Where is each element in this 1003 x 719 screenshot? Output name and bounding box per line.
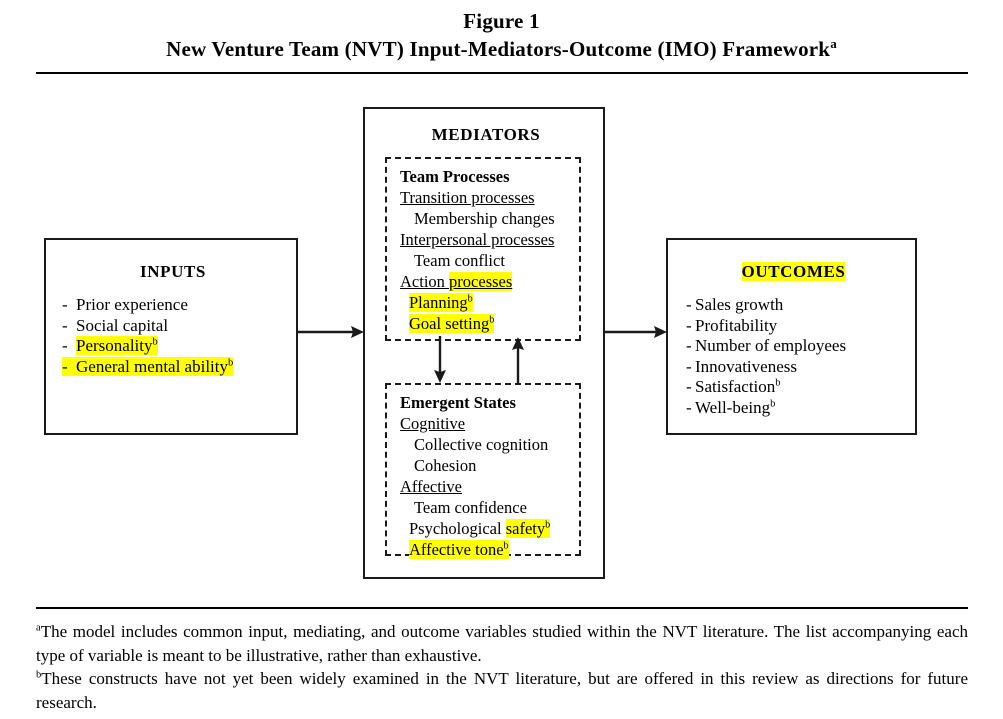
bullet-dash: - (686, 397, 692, 417)
row-highlight: Goal settingb (409, 314, 495, 333)
row-highlight: Affective toneb (409, 540, 509, 559)
team-processes-title: Team Processes (400, 167, 510, 186)
footnotes: aThe model includes common input, mediat… (36, 620, 968, 714)
list-item: Affective toneb (397, 539, 550, 560)
list-item: Team confidence (414, 498, 527, 517)
category-label: Cognitive (400, 414, 466, 433)
footnote-marker: b (152, 336, 158, 348)
footnote: bThese constructs have not yet been wide… (36, 669, 968, 712)
list-item: -Profitability (686, 315, 778, 335)
row-highlight: processes (449, 272, 513, 291)
list-item: -Personalityb (62, 336, 233, 357)
bullet-dash: - (686, 315, 692, 335)
list-item: -Well-beingb (686, 397, 776, 417)
inputs-heading: INPUTS (140, 262, 206, 281)
footnote-marker: b (467, 293, 473, 305)
inputs-list: -Prior experience-Social capital-Persona… (62, 295, 234, 378)
bullet-dash: - (62, 295, 68, 314)
bullet-dash: - (686, 336, 692, 355)
bullet-dash: - (62, 315, 68, 335)
category-label: Affective (400, 477, 462, 496)
footnote-marker: b (228, 356, 234, 368)
bullet-dash: - (62, 356, 68, 376)
list-item: Membership changes (414, 209, 555, 228)
category-label: Action processes (400, 272, 513, 291)
rule-top (36, 72, 968, 74)
list-item: -Satisfactionb (686, 377, 781, 396)
rule-bottom (36, 607, 968, 609)
footnote-marker: b (489, 314, 495, 326)
outcomes-list: -Sales growth-Profitability-Number of em… (686, 295, 846, 418)
emergent-states-title: Emergent States (400, 393, 516, 412)
footnote-marker: b (36, 669, 42, 681)
footnote: aThe model includes common input, mediat… (36, 622, 968, 665)
category-label: Interpersonal processes (400, 230, 555, 249)
footnote-marker: b (770, 397, 776, 409)
row-highlight: Planningb (409, 293, 473, 312)
arrow-mediators-to-outcomes-icon (603, 326, 667, 338)
footnote-marker: b (545, 519, 551, 531)
list-item: -Innovativeness (686, 356, 797, 376)
list-item: -Number of employees (686, 336, 847, 355)
figure-title: New Venture Team (NVT) Input-Mediators-O… (0, 36, 1003, 63)
list-item-highlight: -General mental abilityb (62, 356, 234, 376)
bullet-dash: - (686, 295, 692, 314)
footnote-marker: b (775, 377, 781, 389)
bullet-dash: - (686, 377, 692, 396)
list-item: Planningb (397, 292, 555, 313)
arrow-emergent-states-to-team-processes-icon (512, 337, 524, 384)
outcomes-heading-text: OUTCOMES (741, 262, 846, 281)
row-highlight: safetyb (505, 519, 551, 538)
arrow-team-processes-to-emergent-states-icon (434, 336, 446, 383)
mediators-heading: MEDIATORS (431, 125, 541, 144)
list-item-highlight: Personalityb (76, 336, 158, 355)
footnote-marker: b (503, 540, 509, 552)
inputs-box: INPUTS -Prior experience-Social capital-… (44, 238, 298, 435)
bullet-dash: - (686, 356, 692, 376)
list-item: -General mental abilityb (62, 356, 234, 378)
list-item: -Prior experience (62, 295, 188, 314)
figure-title-footnote-marker: a (830, 36, 837, 51)
list-item: -Social capital (62, 315, 169, 335)
list-item: Psychological safetyb (409, 519, 551, 538)
figure-number: Figure 1 (463, 9, 540, 33)
list-item: -Sales growth (686, 295, 784, 314)
outcomes-heading: OUTCOMES (668, 262, 919, 282)
figure-title-text: New Venture Team (NVT) Input-Mediators-O… (166, 37, 831, 61)
arrow-inputs-to-mediators-icon (296, 326, 364, 338)
category-label: Transition processes (400, 188, 535, 207)
bullet-dash: - (62, 336, 68, 355)
list-item: Cohesion (414, 456, 477, 475)
list-item: Goal settingb (397, 313, 555, 334)
list-item: Collective cognition (414, 435, 549, 454)
outcomes-box: OUTCOMES -Sales growth-Profitability-Num… (666, 238, 917, 435)
list-item: Team conflict (414, 251, 505, 270)
mediators-box: MEDIATORS Team Processes Transition proc… (363, 107, 605, 579)
footnote-marker: a (36, 622, 41, 634)
